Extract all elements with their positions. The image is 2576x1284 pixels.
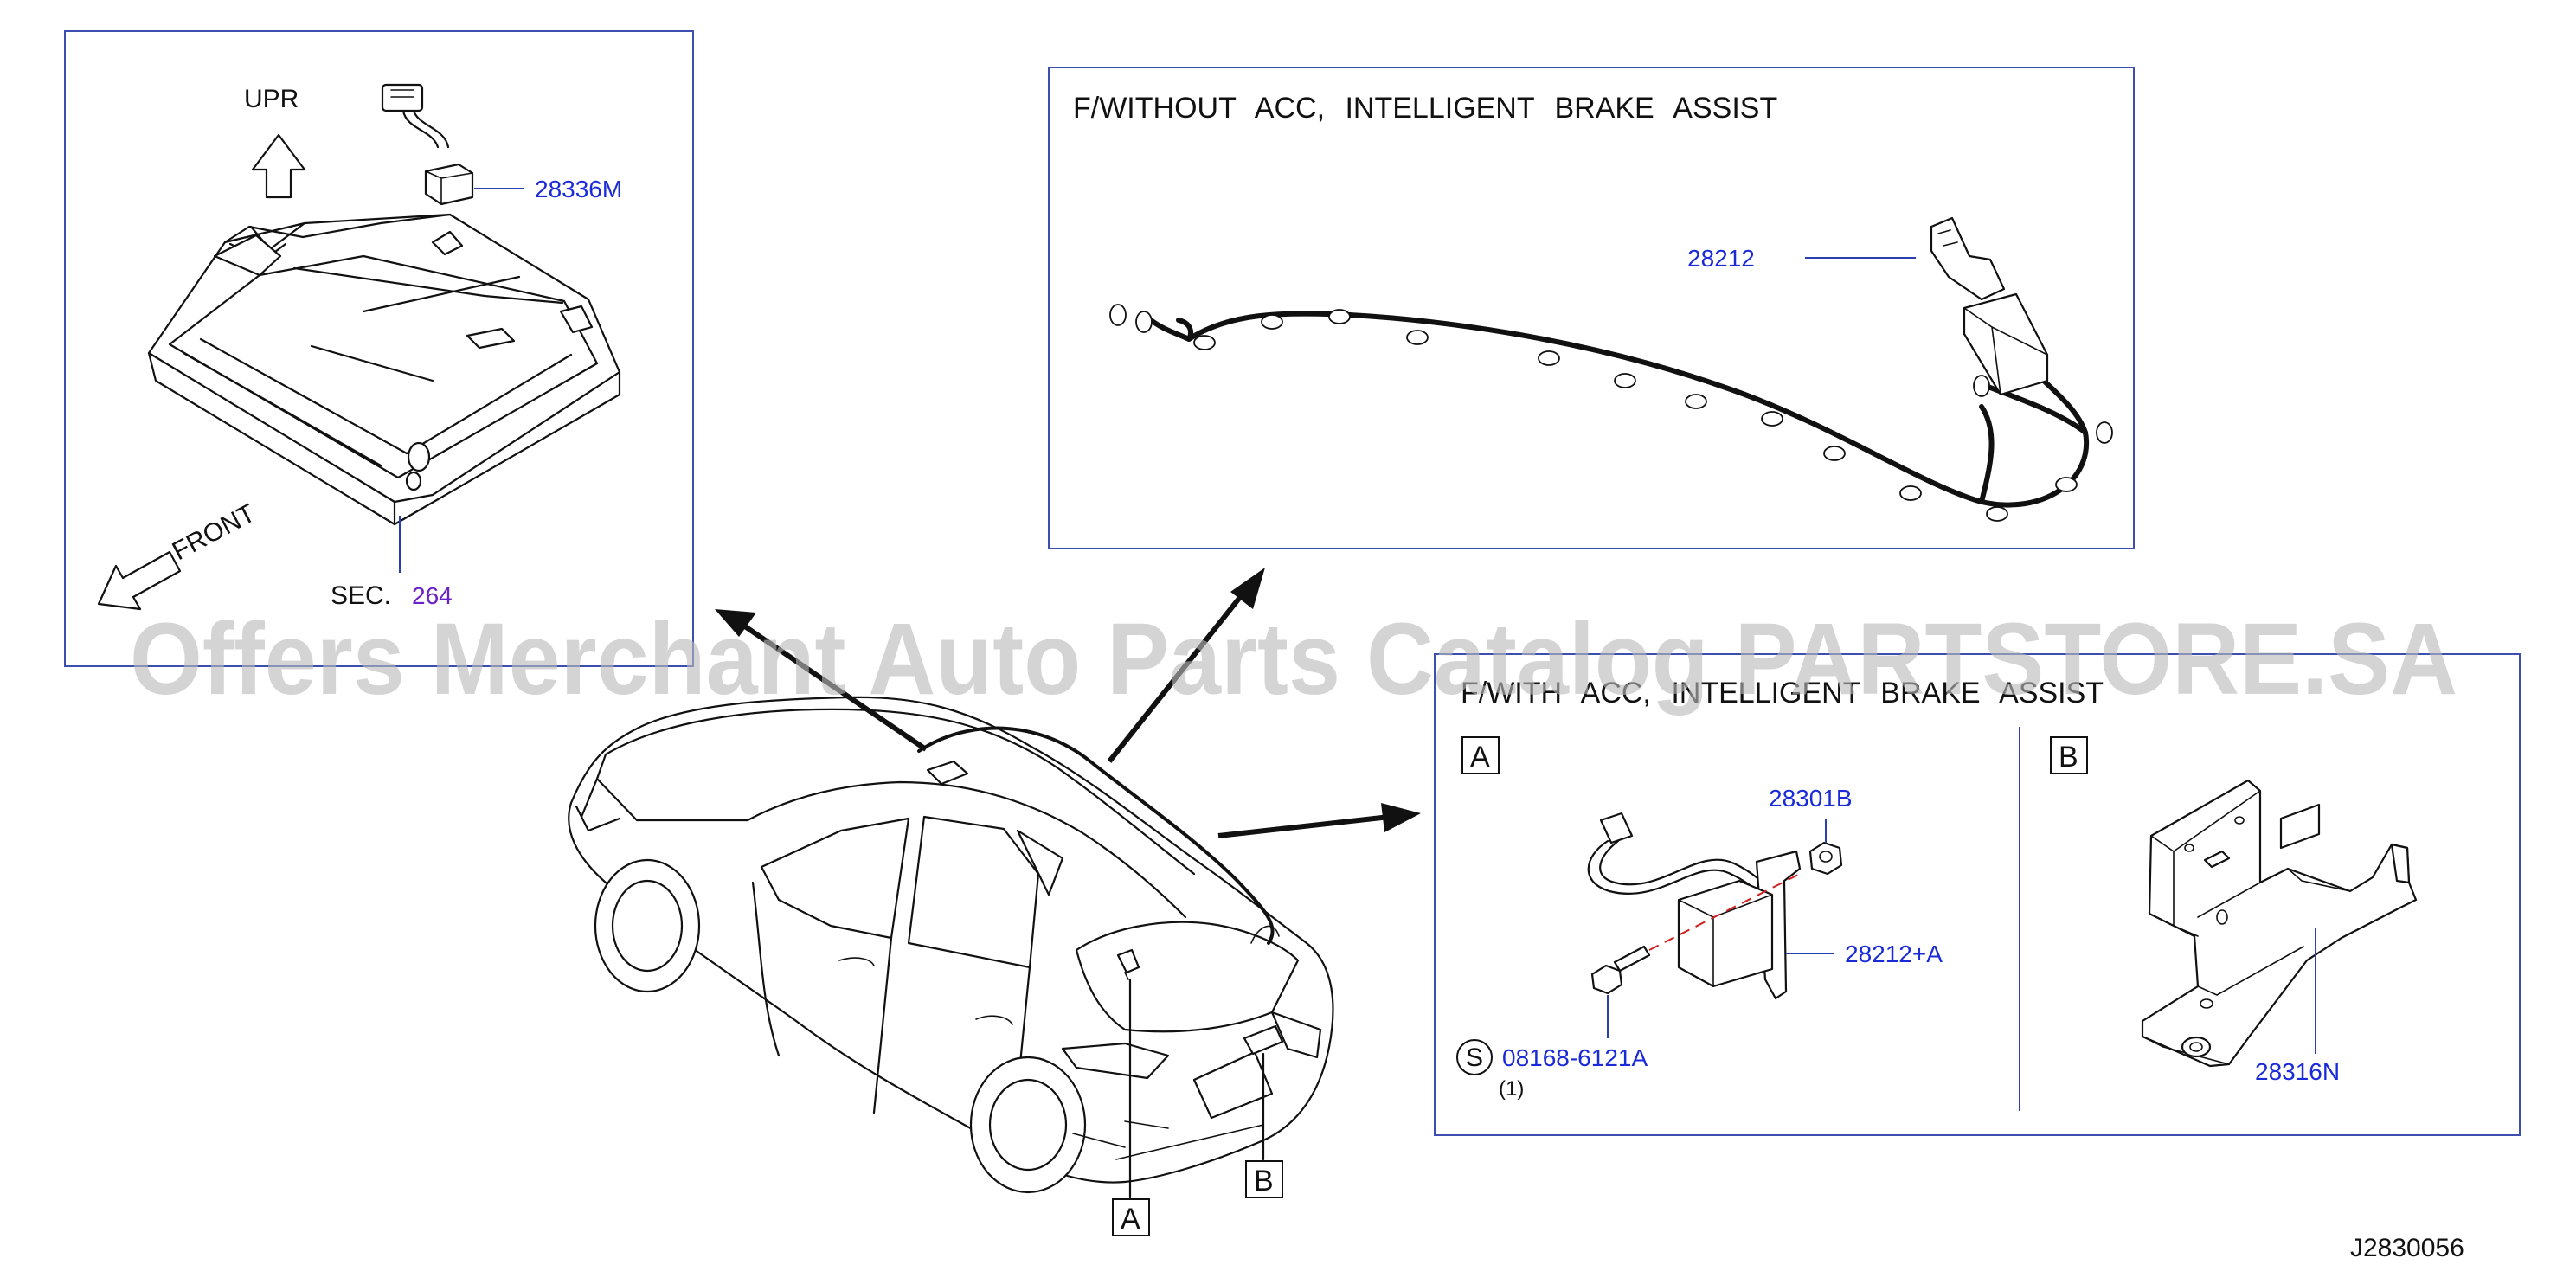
part-number-28316n[interactable]: 28316N xyxy=(2255,1058,2340,1085)
panel-title: F/WITH ACC, INTELLIGENT BRAKE ASSIST xyxy=(1461,677,2104,709)
part-number-28212[interactable]: 28212 xyxy=(1687,245,1755,272)
part-number-28212a[interactable]: 28212+A xyxy=(1845,941,1943,967)
panel-overhead-camera: UPR 28336M xyxy=(64,30,694,667)
bolt-quantity: (1) xyxy=(1499,1077,1524,1101)
watermark-text: Offers Merchant Auto Parts Catalog PARTS… xyxy=(130,602,2457,716)
section-b-label: B xyxy=(2059,741,2078,774)
bolt-symbol: S xyxy=(1466,1043,1483,1072)
callout-a-label: A xyxy=(1121,1203,1140,1236)
section-b: B 28316N xyxy=(2050,736,2418,1085)
callout-b-label: B xyxy=(1254,1165,1274,1197)
callout-a-box[interactable] xyxy=(1112,1198,1150,1236)
part-number-08168-6121a[interactable]: 08168-6121A xyxy=(1502,1044,1648,1071)
wiring-harness xyxy=(1109,216,2113,522)
panel-frame xyxy=(64,30,694,667)
front-arrow-icon xyxy=(97,550,182,611)
callout-b-box[interactable] xyxy=(1245,1160,1283,1198)
upr-arrow-icon xyxy=(251,133,306,199)
panel-with-acc: F/WITH ACC, INTELLIGENT BRAKE ASSIST A 2… xyxy=(1434,653,2521,1136)
upr-label: UPR xyxy=(244,85,299,113)
panel-title: F/WITHOUT ACC, INTELLIGENT BRAKE ASSIST xyxy=(1073,92,1777,125)
bracket-28316n xyxy=(2141,779,2418,1068)
panel-frame xyxy=(1048,67,2135,549)
panel-frame xyxy=(1434,653,2521,1136)
section-a: A 28301B 28212+A S 08168-6121A (1 xyxy=(1456,736,1943,1101)
overhead-console xyxy=(147,213,621,526)
pointer-arrows xyxy=(715,568,1421,838)
panel-without-acc: F/WITHOUT ACC, INTELLIGENT BRAKE ASSIST xyxy=(1048,67,2135,549)
part-number-28301b[interactable]: 28301B xyxy=(1769,785,1853,812)
section-a-label: A xyxy=(1470,741,1490,774)
sec-number[interactable]: 264 xyxy=(412,582,453,609)
front-label: FRONT xyxy=(168,499,260,567)
diagram-code: J2830056 xyxy=(2350,1234,2464,1262)
part-number-28336m[interactable]: 28336M xyxy=(535,176,622,202)
camera-connector xyxy=(381,83,474,206)
vehicle-illustration xyxy=(568,696,1334,1194)
sec-label: SEC. xyxy=(331,581,391,610)
